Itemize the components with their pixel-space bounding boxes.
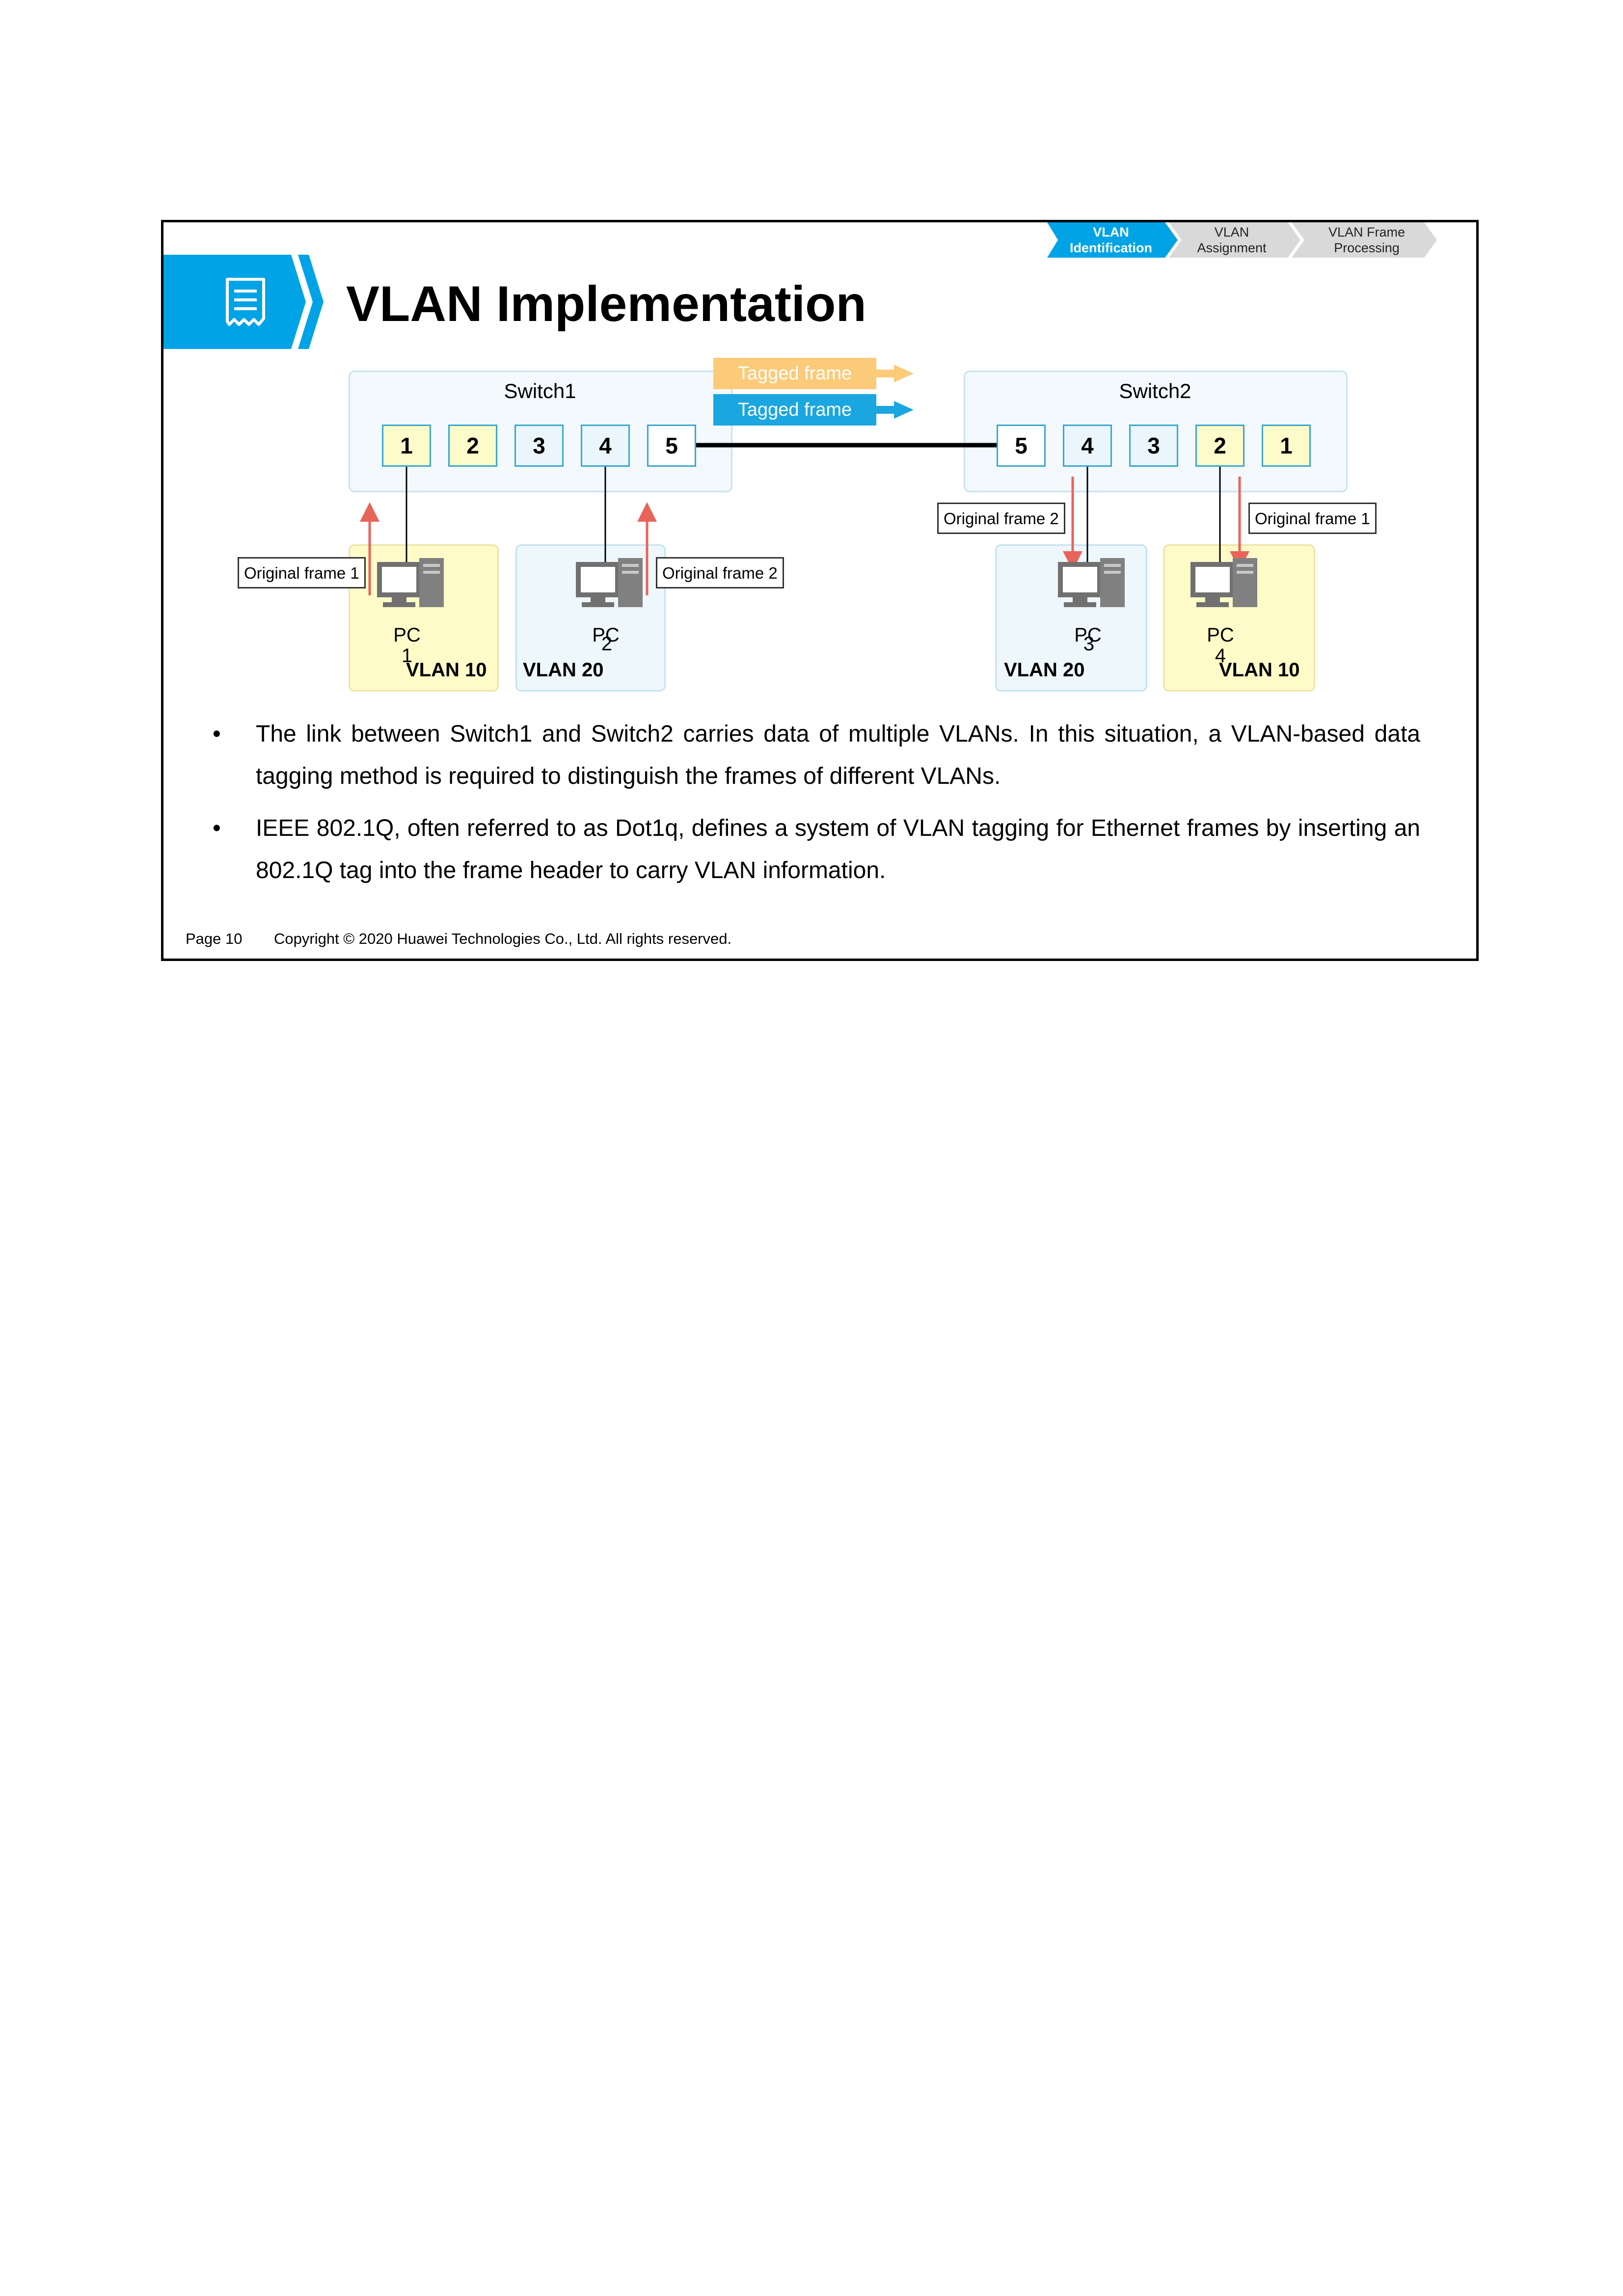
pc3-computer-icon <box>1058 558 1125 607</box>
switch2-port-3: 3 <box>1129 425 1178 467</box>
title-banner <box>163 255 325 349</box>
nav-step-vlan-frame-processing[interactable]: VLAN Frame Processing <box>1328 225 1406 255</box>
copyright: Copyright © 2020 Huawei Technologies Co.… <box>274 930 732 947</box>
tag-arrow-blue <box>876 401 914 419</box>
pc2-vlan-label: VLAN 20 <box>523 659 604 681</box>
nav-step-vlan-assignment[interactable]: VLAN Assignment <box>1197 225 1267 255</box>
pc1-vlan-label: VLAN 10 <box>406 659 487 681</box>
slide: VLAN Implementation VLAN Identification … <box>161 220 1479 961</box>
pc4-vlan-label: VLAN 10 <box>1219 659 1300 681</box>
switch2-port-4: 4 <box>1063 425 1112 467</box>
switch2-port-2: 2 <box>1195 425 1244 467</box>
tagged-frame-blue: Tagged frame <box>713 394 876 426</box>
callout-original-frame-1-left: Original frame 1 <box>238 557 366 588</box>
switch1-label: Switch1 <box>504 379 576 402</box>
page-number: Page 10 <box>186 930 243 947</box>
callout-original-frame-2-left: Original frame 2 <box>656 557 784 588</box>
list-item: •The link between Switch1 and Switch2 ca… <box>213 721 1420 789</box>
list-item: •IEEE 802.1Q, often referred to as Dot1q… <box>213 815 1420 883</box>
diagram-graphics <box>360 365 1257 607</box>
pc3-vlan-label: VLAN 20 <box>1004 659 1085 681</box>
pc1-computer-icon <box>377 558 444 607</box>
callout-original-frame-1-right: Original frame 1 <box>1248 503 1377 534</box>
callout-original-frame-2-right: Original frame 2 <box>937 503 1065 534</box>
switch1-port-1: 1 <box>382 425 431 467</box>
page-title: VLAN Implementation <box>346 276 866 332</box>
switch1-port-2: 2 <box>448 425 497 467</box>
switch1-port-4: 4 <box>581 425 630 467</box>
nav-steps <box>1047 222 1437 258</box>
switch1-port-3: 3 <box>514 425 564 467</box>
switch2-port-1: 1 <box>1262 425 1311 467</box>
document-icon <box>226 278 265 326</box>
nav-step-vlan-identification[interactable]: VLAN Identification <box>1070 225 1152 255</box>
pc2-computer-icon <box>576 558 643 607</box>
switch2-label: Switch2 <box>1119 379 1191 402</box>
tagged-frame-orange: Tagged frame <box>713 358 876 389</box>
switch2-port-5: 5 <box>997 425 1046 467</box>
tag-arrow-orange <box>876 365 914 382</box>
pc4-computer-icon <box>1190 558 1257 607</box>
bullet-list: •The link between Switch1 and Switch2 ca… <box>213 713 1420 902</box>
switch1-port-5: 5 <box>647 425 696 467</box>
